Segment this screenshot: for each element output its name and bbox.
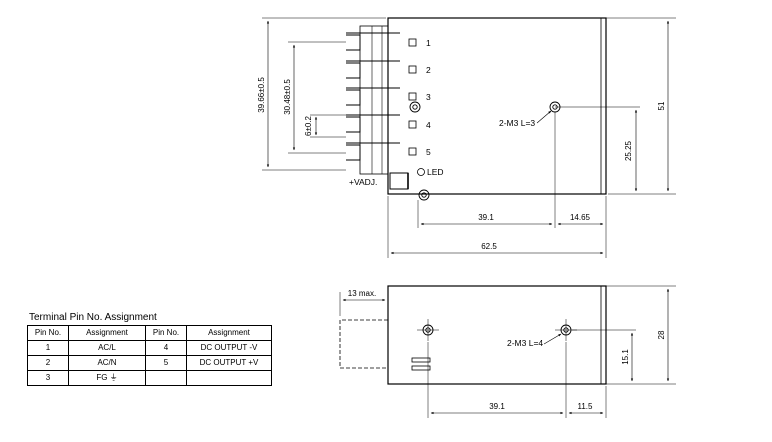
table-cell: AC/N (68, 355, 146, 371)
case-outline (387, 17, 607, 195)
pin-markers (408, 38, 417, 156)
dim-side-height: 28 (657, 330, 666, 339)
side-view: 2-M3 L=4 13 max. 28 15.1 39.1 11.5 (339, 285, 676, 418)
table-cell: DC OUTPUT +V (186, 355, 272, 371)
pin-assignment-table: Pin No. Assignment Pin No. Assignment 1 … (27, 325, 272, 386)
side-slot (411, 357, 431, 363)
terminal-screw (346, 60, 400, 79)
side-case-outline (387, 285, 607, 385)
dim-edge-offset-x: 14.65 (570, 213, 591, 222)
side-slot (411, 365, 431, 371)
table-row: 3 FG ⏚ (27, 370, 272, 386)
side-mount-hole (417, 319, 439, 341)
pin-number-5: 5 (426, 147, 431, 157)
table-row: 2 AC/N 5 DC OUTPUT +V (27, 355, 272, 371)
terminal-screw (346, 87, 400, 106)
table-cell: FG ⏚ (68, 370, 146, 386)
table-header-cell: Assignment (186, 325, 272, 341)
table-row: 1 AC/L 4 DC OUTPUT -V (27, 340, 272, 356)
table-header-cell: Assignment (68, 325, 146, 341)
side-terminal-outline (339, 319, 388, 369)
pin-table-title: Terminal Pin No. Assignment (29, 312, 157, 323)
table-cell (145, 370, 187, 386)
mount-label-top: 2-M3 L=3 (499, 118, 535, 128)
mount-hole (409, 101, 421, 113)
table-header-cell: Pin No. (145, 325, 187, 341)
mount-label-side: 2-M3 L=4 (507, 338, 543, 348)
dim-side-mount-offset-x: 39.1 (489, 402, 505, 411)
dim-mount-offset-y: 25.25 (624, 140, 633, 161)
pin-number-1: 1 (426, 38, 431, 48)
table-cell: 3 (27, 370, 69, 386)
pin-assignment-table-block: Terminal Pin No. Assignment Pin No. Assi… (27, 312, 272, 386)
dim-height-pins: 30.48±0.5 (283, 79, 292, 115)
dim-side-mount-offset-y: 15.1 (621, 349, 630, 365)
side-mount-hole (555, 319, 577, 341)
terminal-block (346, 25, 400, 175)
dim-mount-offset-x: 39.1 (478, 213, 494, 222)
terminal-screw (346, 114, 400, 133)
dim-depth: 51 (657, 101, 666, 110)
table-cell: DC OUTPUT -V (186, 340, 272, 356)
terminal-screw (346, 32, 400, 51)
dim-pin-pitch: 6±0.2 (304, 115, 313, 136)
pin-number-3: 3 (426, 92, 431, 102)
dim-height-total: 39.66±0.5 (257, 77, 266, 113)
dim-width: 62.5 (481, 242, 497, 251)
dim-side-edge-offset-x: 11.5 (578, 402, 594, 411)
table-header-cell: Pin No. (27, 325, 69, 341)
pin-number-2: 2 (426, 65, 431, 75)
top-view: 1 2 3 4 5 LED +VADJ. 2-M3 L=3 (257, 17, 676, 258)
vadj-trimmer (389, 172, 409, 190)
table-header-row: Pin No. Assignment Pin No. Assignment (27, 325, 272, 341)
table-cell (186, 370, 272, 386)
table-cell: AC/L (68, 340, 146, 356)
pin-number-4: 4 (426, 120, 431, 130)
table-cell: 1 (27, 340, 69, 356)
dim-max-height: 13 max. (348, 289, 376, 298)
vadj-label: +VADJ. (349, 177, 377, 187)
terminal-screw (346, 142, 400, 161)
led-label: LED (427, 167, 444, 177)
led-icon (417, 168, 425, 176)
table-cell: 2 (27, 355, 69, 371)
table-cell: 4 (145, 340, 187, 356)
table-cell: 5 (145, 355, 187, 371)
mount-hole (418, 189, 430, 201)
